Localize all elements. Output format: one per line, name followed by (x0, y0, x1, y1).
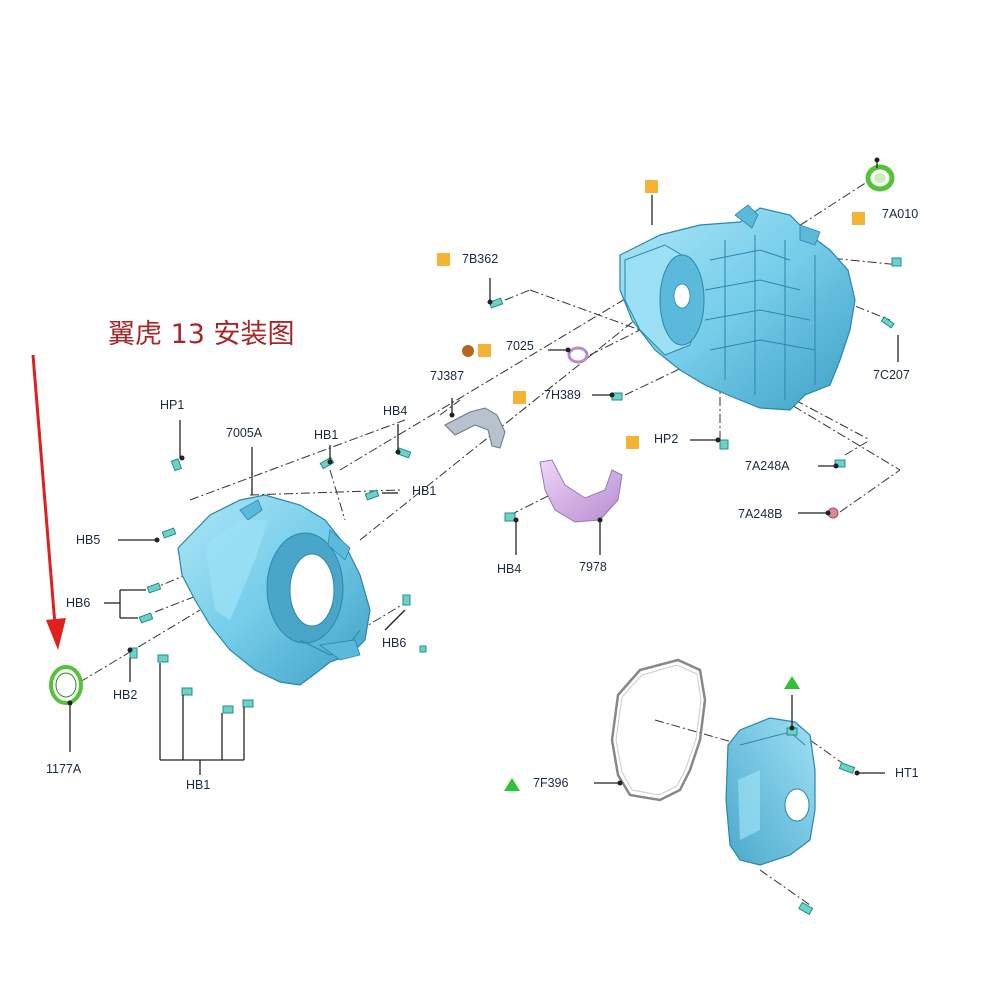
dot-marker-icon (462, 345, 474, 357)
square-marker-icon (645, 180, 658, 193)
label-7025: 7025 (506, 339, 534, 353)
label-hb2: HB2 (113, 688, 138, 702)
bracket-7j387 (444, 407, 506, 449)
square-marker-icon (626, 436, 639, 449)
seal-1177a (49, 665, 83, 705)
label-hp2: HP2 (654, 432, 679, 446)
label-hb6-left: HB6 (66, 596, 91, 610)
label-7a248b: 7A248B (738, 507, 783, 521)
gasket-7f396 (610, 658, 707, 802)
label-hb1-right: HB1 (412, 484, 437, 498)
triangle-marker-icon (784, 676, 800, 689)
seal-7a010 (865, 164, 895, 192)
label-hp1: HP1 (160, 398, 185, 412)
label-hb5: HB5 (76, 533, 101, 547)
bolts (129, 257, 902, 916)
label-1177a: 1177A (46, 762, 82, 776)
label-7c207: 7C207 (873, 368, 910, 382)
label-7f396: 7F396 (533, 776, 569, 790)
label-hb6-right: HB6 (382, 636, 407, 650)
label-7978: 7978 (579, 560, 607, 574)
label-7j387: 7J387 (430, 369, 465, 383)
label-7b362: 7B362 (462, 252, 499, 266)
bell-housing-7005a (177, 494, 371, 686)
label-7h389: 7H389 (544, 388, 581, 402)
transmission-case (619, 204, 856, 411)
label-ht1: HT1 (895, 766, 919, 780)
washer-7025 (567, 346, 589, 364)
shim-7978 (539, 459, 623, 523)
diagram-title: 翼虎 13 安装图 (108, 319, 295, 350)
square-marker-icon (513, 391, 526, 404)
label-hb4-bottom: HB4 (497, 562, 522, 576)
leader-lines (69, 158, 899, 784)
label-hb1-bottom: HB1 (186, 778, 211, 792)
square-marker-icon (478, 344, 491, 357)
label-7a010: 7A010 (882, 207, 919, 221)
triangle-marker-icon (504, 778, 520, 791)
label-7a248a: 7A248A (745, 459, 790, 473)
label-hb4-top: HB4 (383, 404, 408, 418)
label-hb1-top: HB1 (314, 428, 339, 442)
label-7005a: 7005A (226, 426, 263, 440)
square-marker-icon (437, 253, 450, 266)
side-cover (725, 717, 816, 866)
leader-endpoints (67, 157, 880, 786)
red-arrow-icon (31, 354, 66, 650)
square-marker-icon (852, 212, 865, 225)
